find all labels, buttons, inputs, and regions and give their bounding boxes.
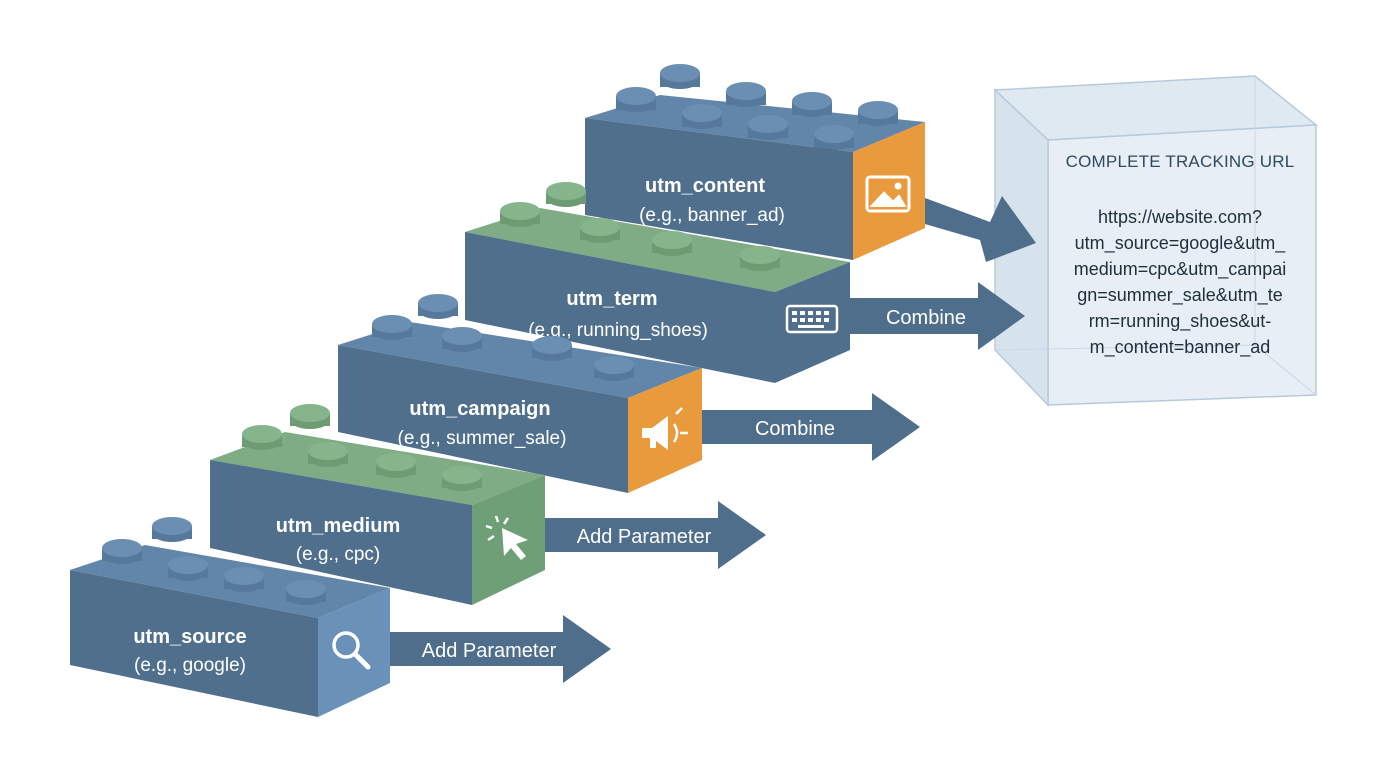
brick-example: (e.g., banner_ad)	[639, 205, 785, 226]
brick-example: (e.g., summer_sale)	[398, 428, 567, 449]
brick-utm-content: utm_content (e.g., banner_ad)	[585, 64, 925, 260]
image-icon	[865, 175, 911, 213]
brick-title: utm_campaign	[409, 398, 550, 420]
brick-utm-term: utm_term (e.g., running_shoes)	[465, 182, 850, 383]
result-url-line: https://website.com?	[1098, 207, 1262, 227]
result-url-line: utm_source=google&utm_	[1075, 233, 1287, 254]
brick-title: utm_source	[133, 626, 246, 648]
result-url-line: m_content=banner_ad	[1090, 337, 1271, 358]
arrow-campaign: Combine	[700, 393, 920, 461]
brick-example: (e.g., cpc)	[296, 544, 380, 565]
brick-title: utm_content	[645, 175, 765, 197]
result-cube: COMPLETE TRACKING URL https://website.co…	[993, 75, 1318, 407]
arrow-term: Combine	[845, 282, 1025, 350]
megaphone-icon	[642, 407, 688, 450]
arrow-label: Add Parameter	[577, 526, 712, 548]
brick-example: (e.g., google)	[134, 655, 246, 676]
arrow-content	[918, 196, 1036, 262]
brick-utm-campaign: utm_campaign (e.g., summer_sale)	[338, 294, 702, 493]
result-url-line: medium=cpc&utm_campai	[1074, 259, 1287, 280]
brick-title: utm_medium	[276, 515, 400, 537]
result-url-line: rm=running_shoes&ut-	[1089, 311, 1272, 332]
search-icon	[332, 631, 371, 670]
arrow-source: Add Parameter	[387, 615, 611, 683]
brick-title: utm_term	[566, 288, 657, 310]
brick-utm-source: utm_source (e.g., google)	[70, 517, 390, 717]
arrow-label: Add Parameter	[422, 640, 557, 662]
arrow-label: Combine	[886, 307, 966, 329]
cursor-click-icon	[485, 515, 528, 560]
result-title: COMPLETE TRACKING URL	[1066, 152, 1295, 171]
result-url-line: gn=summer_sale&utm_te	[1077, 285, 1283, 306]
arrow-medium: Add Parameter	[542, 501, 766, 569]
keyboard-icon	[785, 304, 839, 334]
arrow-label: Combine	[755, 418, 835, 440]
brick-example: (e.g., running_shoes)	[528, 320, 708, 341]
brick-utm-medium: utm_medium (e.g., cpc)	[210, 404, 545, 605]
